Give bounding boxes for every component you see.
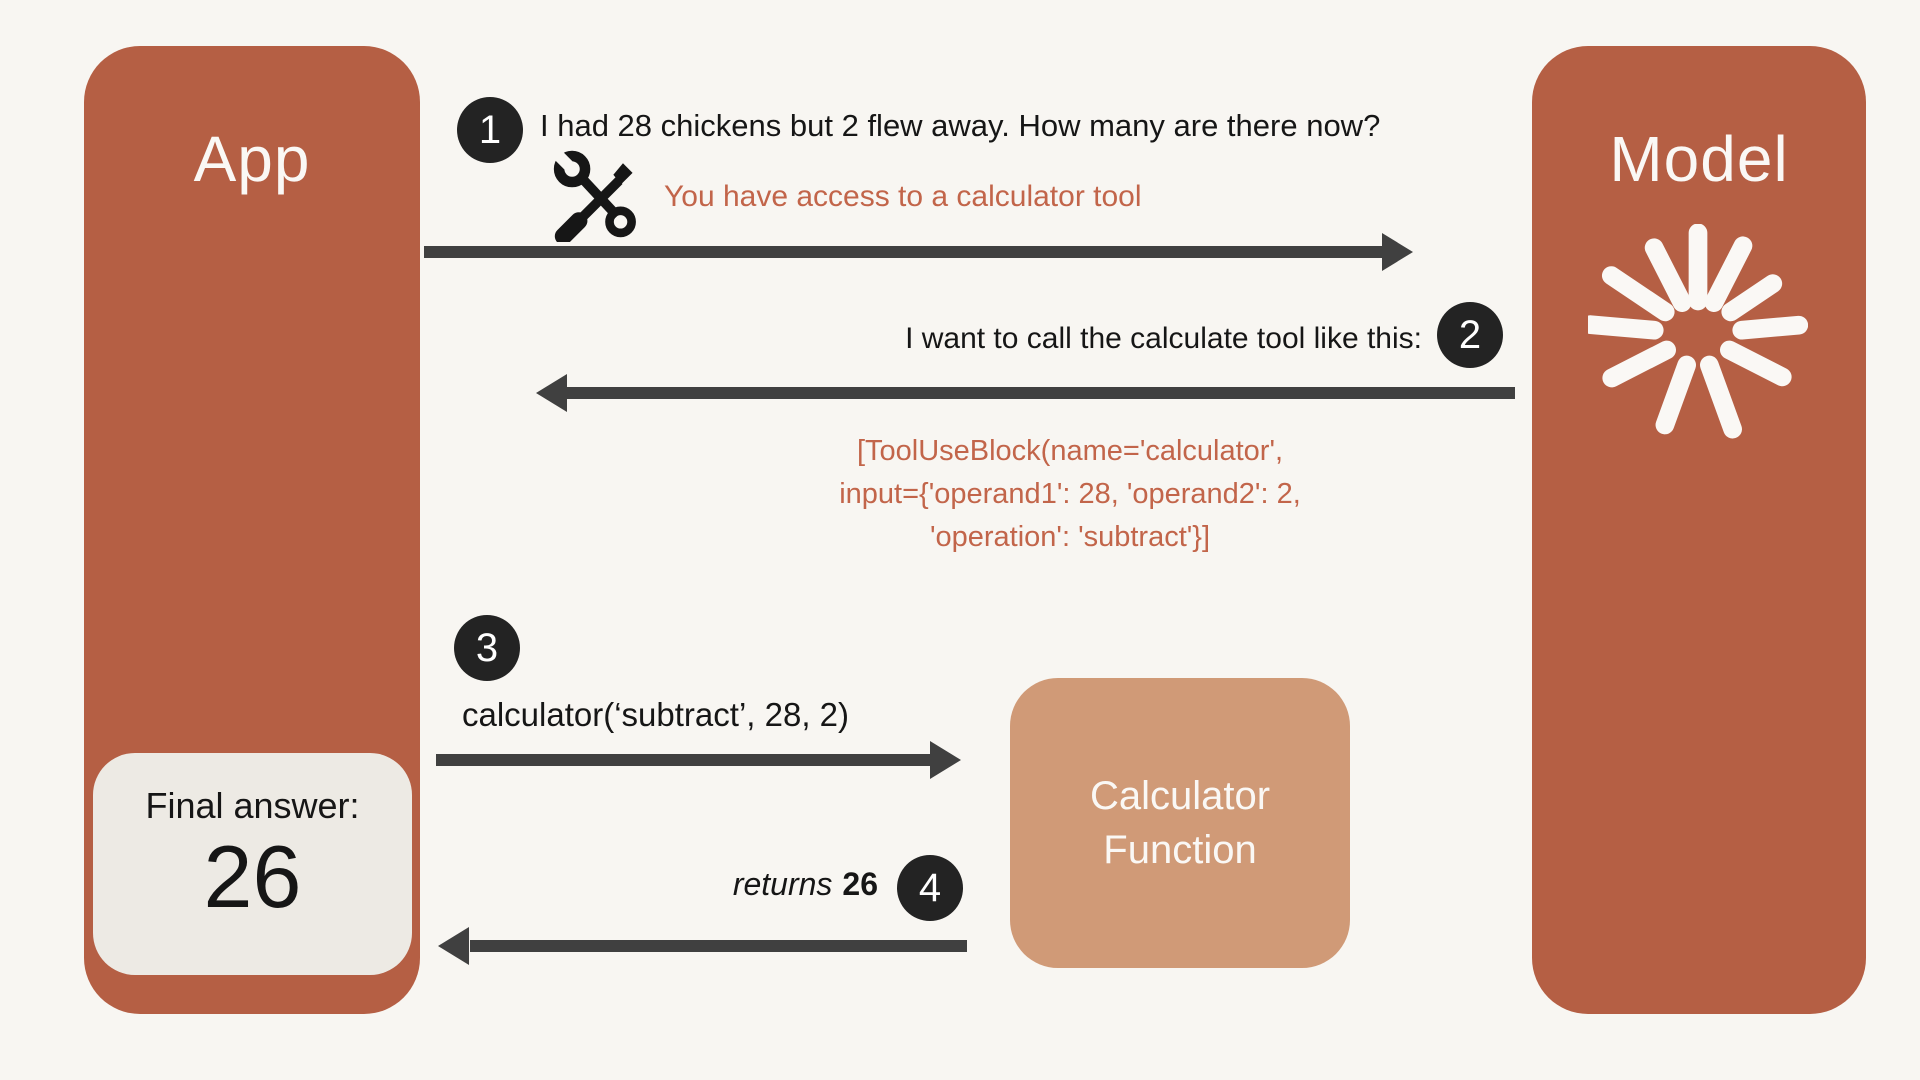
step-3-badge: 3 <box>454 615 520 681</box>
calculator-function-label-line1: Calculator <box>1089 774 1271 818</box>
arrow-app-to-calculator-line <box>436 754 930 766</box>
step-2-number: 2 <box>1458 312 1482 357</box>
tools-icon <box>550 146 636 242</box>
step-1-user-message: I had 28 chickens but 2 flew away. How m… <box>540 108 1381 143</box>
final-answer-label: Final answer: <box>145 785 360 826</box>
step-2-badge: 2 <box>1437 302 1503 368</box>
arrow-app-to-model-line <box>424 246 1382 258</box>
model-box-label: Model <box>1609 123 1789 195</box>
step-4-badge: 4 <box>897 855 963 921</box>
arrow-model-to-app-head <box>536 374 567 412</box>
final-answer-box: Final answer: 26 <box>93 753 412 975</box>
arrow-app-to-model-head <box>1382 233 1413 271</box>
step-2-model-message: I want to call the calculate tool like t… <box>905 322 1422 355</box>
step-1-system-note: You have access to a calculator tool <box>664 180 1142 213</box>
return-prefix: returns <box>732 866 833 902</box>
tool-use-block-code: [ToolUseBlock(name='calculator', input={… <box>717 430 1423 559</box>
arrow-app-to-calculator-head <box>930 741 961 779</box>
starburst-icon <box>1588 224 1808 439</box>
final-answer-value: 26 <box>203 827 302 926</box>
step-4-number: 4 <box>918 865 942 910</box>
app-box-label: App <box>193 123 311 195</box>
tool-use-block-line3: 'operation': 'subtract'}] <box>929 521 1211 553</box>
step-1-badge: 1 <box>457 97 523 163</box>
tool-use-block-line2: input={'operand1': 28, 'operand2': 2, <box>839 478 1301 510</box>
calculator-function-box: Calculator Function <box>1010 678 1350 968</box>
return-value: 26 <box>842 866 878 902</box>
app-box: App Final answer: 26 <box>84 46 420 1014</box>
arrow-calculator-to-app-head <box>438 927 469 965</box>
step-3-call-message: calculator(‘subtract’, 28, 2) <box>462 696 849 733</box>
calculator-function-label-line2: Function <box>1103 828 1257 872</box>
model-box: Model <box>1532 46 1866 1014</box>
step-1-number: 1 <box>478 107 502 152</box>
step-3-number: 3 <box>475 625 499 670</box>
arrow-calculator-to-app-line <box>470 940 967 952</box>
arrow-model-to-app-line <box>567 387 1515 399</box>
tool-use-block-line1: [ToolUseBlock(name='calculator', <box>856 435 1284 467</box>
